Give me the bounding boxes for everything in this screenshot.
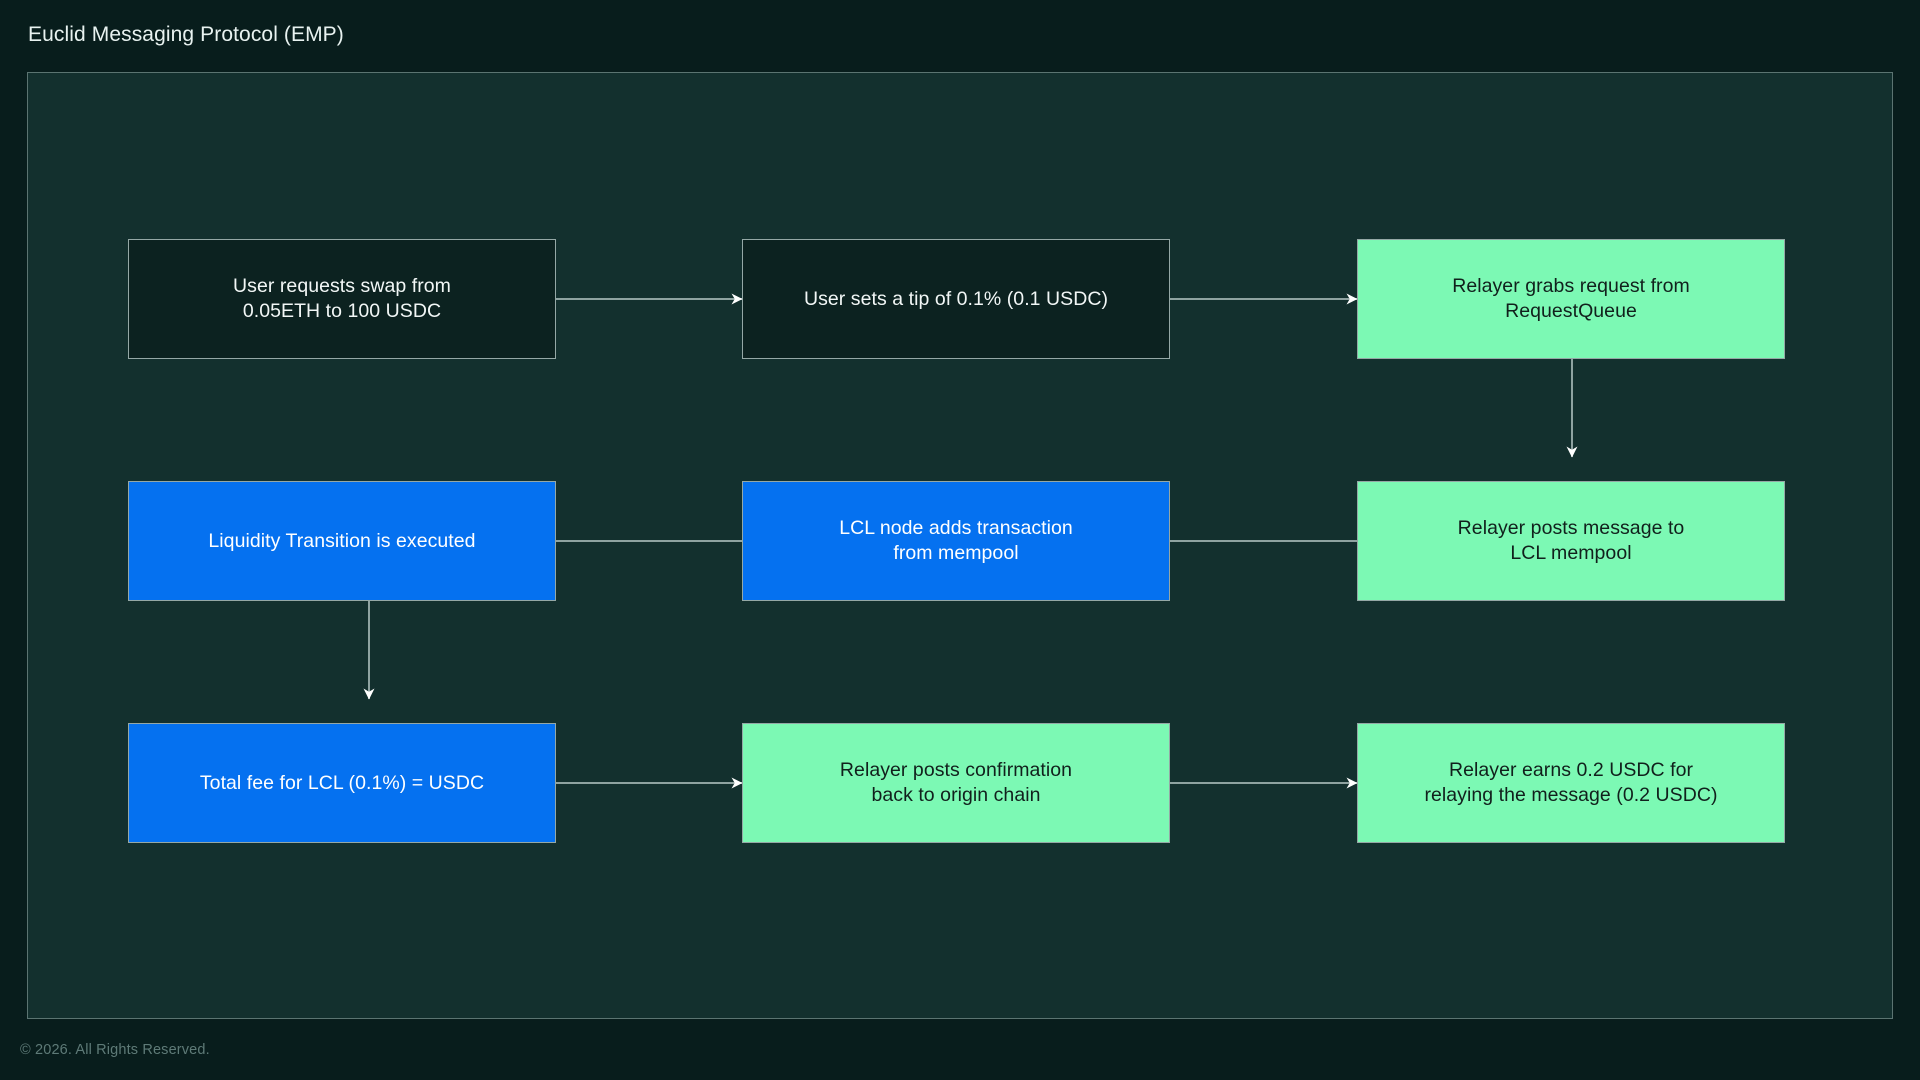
flow-node-total-fee-lcl[interactable]: Total fee for LCL (0.1%) = USDC [128, 723, 556, 843]
flow-node-user-requests-swap[interactable]: User requests swap from 0.05ETH to 100 U… [128, 239, 556, 359]
flowchart: User requests swap from 0.05ETH to 100 U… [28, 73, 1894, 1020]
flow-node-relayer-posts-message[interactable]: Relayer posts message to LCL mempool [1357, 481, 1785, 601]
footer-copyright: © 2026. All Rights Reserved. [20, 1042, 210, 1058]
page-title: Euclid Messaging Protocol (EMP) [28, 23, 344, 46]
flow-node-liquidity-transition-executed[interactable]: Liquidity Transition is executed [128, 481, 556, 601]
flow-node-user-sets-tip[interactable]: User sets a tip of 0.1% (0.1 USDC) [742, 239, 1170, 359]
diagram-canvas-panel: User requests swap from 0.05ETH to 100 U… [27, 72, 1893, 1019]
flow-node-relayer-grabs-request[interactable]: Relayer grabs request from RequestQueue [1357, 239, 1785, 359]
flow-node-relayer-earns-usdc[interactable]: Relayer earns 0.2 USDC for relaying the … [1357, 723, 1785, 843]
flow-node-relayer-posts-confirmation[interactable]: Relayer posts confirmation back to origi… [742, 723, 1170, 843]
flow-node-lcl-adds-transaction[interactable]: LCL node adds transaction from mempool [742, 481, 1170, 601]
